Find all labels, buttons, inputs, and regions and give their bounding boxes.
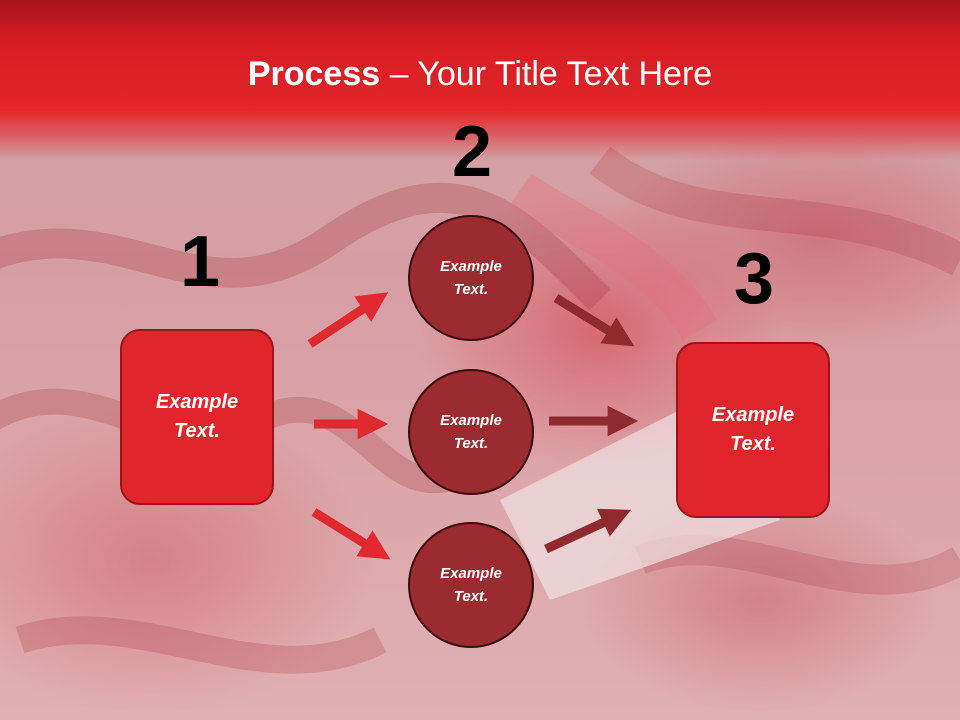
- step-box-1-text: Example Text.: [155, 391, 239, 442]
- arrow-1-to-bottom: [311, 508, 391, 560]
- slide-title: Process – Your Title Text Here: [0, 52, 960, 96]
- circle-top: Example Text.: [408, 215, 534, 341]
- title-bar: [0, 0, 960, 160]
- step-number-1: 1: [179, 222, 221, 302]
- arrow-1-to-top: [307, 292, 389, 348]
- step-number-2: 2: [451, 112, 493, 192]
- title-bold: Process: [247, 55, 381, 93]
- step-box-3: Example Text.: [676, 342, 830, 518]
- circle-middle-text: Example Text.: [440, 412, 502, 452]
- arrow-top-to-3: [553, 294, 635, 347]
- circle-bottom-text: Example Text.: [440, 565, 502, 605]
- title-rest: – Your Title Text Here: [380, 55, 713, 93]
- circle-bottom: Example Text.: [408, 522, 534, 648]
- step-box-3-text: Example Text.: [711, 404, 795, 455]
- step-number-3: 3: [733, 239, 775, 319]
- arrow-bottom-to-3: [544, 508, 632, 554]
- step-box-1: Example Text.: [120, 329, 274, 505]
- circle-top-text: Example Text.: [440, 258, 502, 298]
- circle-middle: Example Text.: [408, 369, 534, 495]
